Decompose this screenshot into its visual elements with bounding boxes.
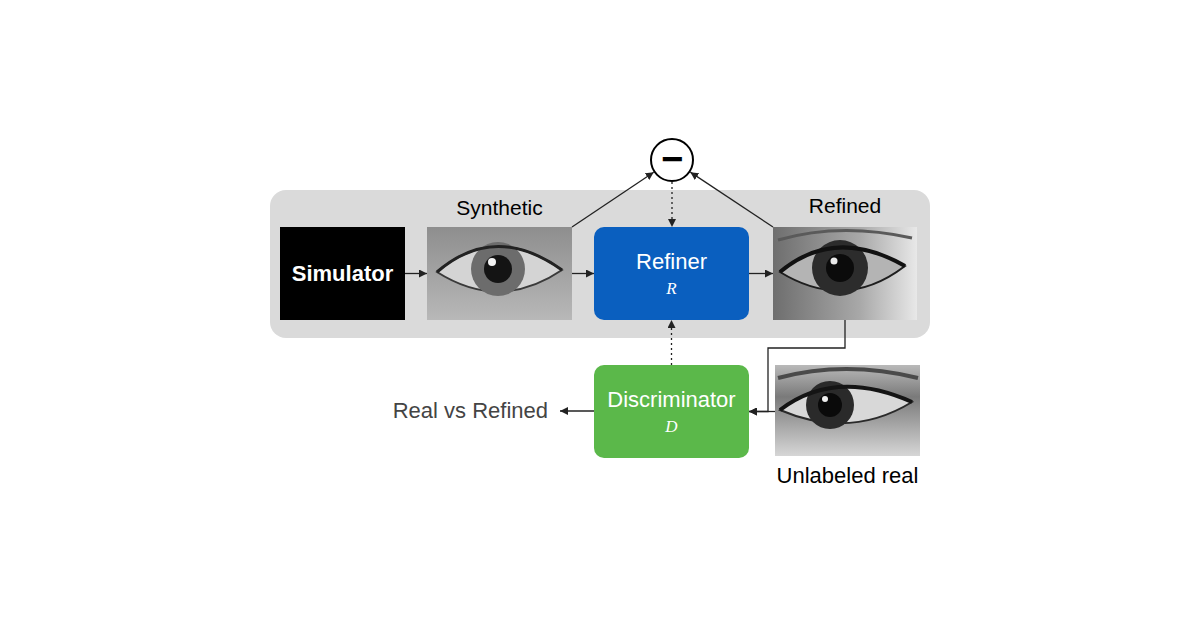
symbol-label: D — [665, 417, 677, 437]
symbol-label: R — [666, 279, 676, 299]
flow-connector — [572, 273, 594, 274]
image-node: Refined — [773, 227, 917, 320]
flow-connector — [749, 273, 773, 274]
feedback-connector — [671, 182, 672, 227]
image-caption: Unlabeled real — [735, 463, 960, 489]
subtract-circle: − — [650, 138, 694, 182]
discriminator-box: DiscriminatorD — [594, 365, 749, 458]
flow-connector — [749, 411, 775, 412]
synthetic-eye-image — [427, 227, 572, 320]
output-label: Real vs Refined — [300, 398, 548, 424]
feedback-connector — [671, 320, 672, 365]
real-eye-image — [775, 365, 920, 456]
box-label: Simulator — [292, 261, 393, 287]
simulator-box: Simulator — [280, 227, 405, 320]
refiner-box: RefinerR — [594, 227, 749, 320]
flow-connector — [749, 320, 845, 412]
box-label: Refiner — [636, 249, 707, 275]
image-node: Synthetic — [427, 227, 572, 320]
output-arrow — [560, 410, 594, 411]
box-label: Discriminator — [607, 387, 735, 413]
image-node: Unlabeled real — [775, 365, 920, 456]
flow-connector — [405, 273, 427, 274]
flow-connector — [690, 172, 773, 227]
minus-symbol: − — [661, 140, 683, 178]
image-heading: Synthetic — [387, 196, 612, 220]
flow-connector — [572, 172, 654, 227]
refined-eye-image — [773, 227, 917, 320]
image-heading: Refined — [733, 194, 957, 218]
